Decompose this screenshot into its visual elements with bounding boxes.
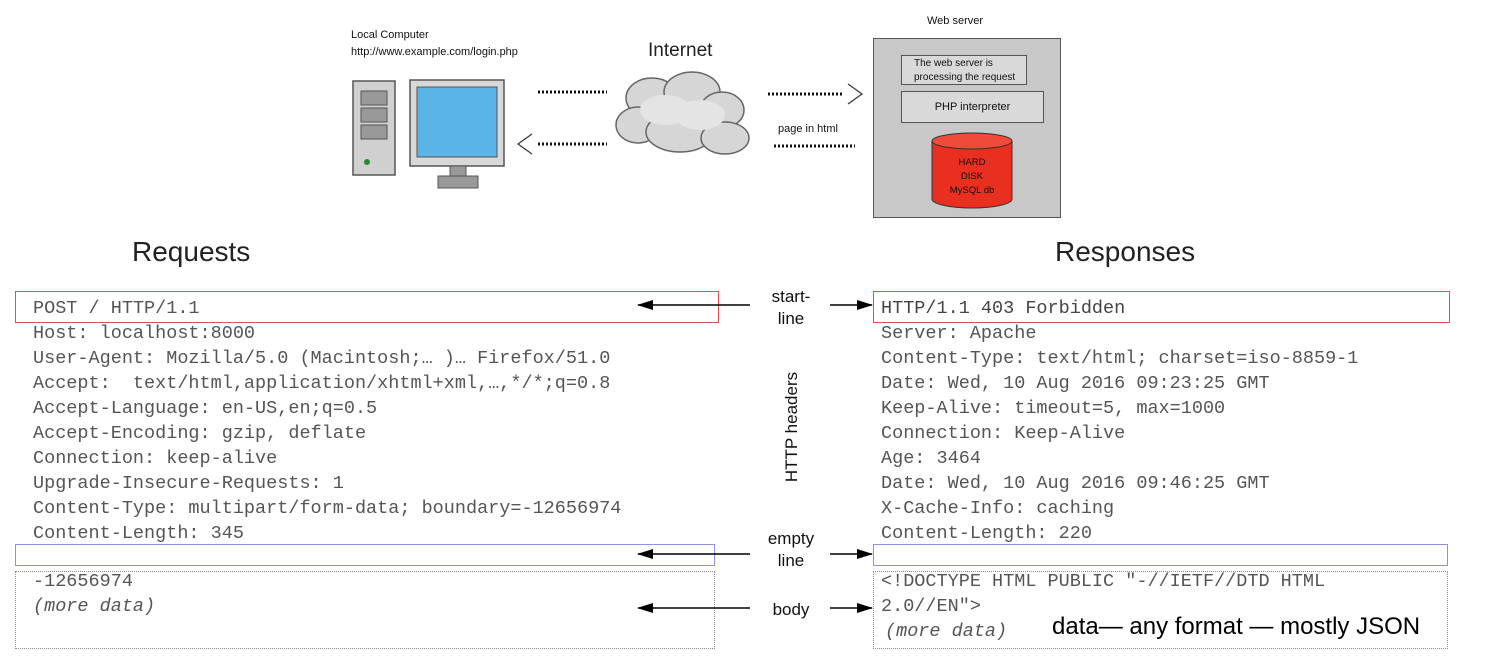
- start-line-label-1: start-: [771, 287, 811, 306]
- response-empty-line-box: [873, 544, 1448, 566]
- processing-text: The web server is processing the request: [914, 58, 1016, 83]
- php-box: PHP interpreter: [901, 91, 1044, 123]
- disk-line-1: HARD: [958, 157, 986, 168]
- request-body-box: [15, 571, 715, 649]
- label-arrows: [637, 300, 873, 613]
- web-server-box: The web server is processing the request…: [873, 38, 1061, 218]
- request-start-line: POST / HTTP/1.1: [33, 298, 200, 319]
- request-header-line: Accept-Encoding: gzip, deflate: [33, 423, 367, 444]
- response-header-line: Date: Wed, 10 Aug 2016 09:46:25 GMT: [881, 473, 1270, 494]
- response-header-line: X-Cache-Info: caching: [881, 498, 1115, 519]
- empty-line-label: empty line: [755, 528, 827, 572]
- database-icon: [931, 132, 1013, 209]
- response-body-line: <!DOCTYPE HTML PUBLIC "-//IETF//DTD HTML: [881, 571, 1326, 592]
- request-header-line: Host: localhost:8000: [33, 323, 256, 344]
- response-body-line: (more data): [885, 621, 1008, 642]
- computer-icon: [352, 79, 505, 189]
- response-header-line: Connection: Keep-Alive: [881, 423, 1126, 444]
- request-header-line: Upgrade-Insecure-Requests: 1: [33, 473, 344, 494]
- request-header-line: Connection: keep-alive: [33, 448, 278, 469]
- request-header-line: Accept: text/html,application/xhtml+xml,…: [33, 373, 611, 394]
- request-header-line: Accept-Language: en-US,en;q=0.5: [33, 398, 378, 419]
- response-start-line: HTTP/1.1 403 Forbidden: [881, 298, 1126, 319]
- body-label: body: [772, 600, 810, 619]
- response-header-line: Age: 3464: [881, 448, 981, 469]
- request-body-line: (more data): [33, 596, 156, 617]
- request-header-line: Content-Type: multipart/form-data; bound…: [33, 498, 622, 519]
- response-start-line-box: [873, 291, 1450, 323]
- processing-box: The web server is processing the request: [901, 55, 1027, 85]
- local-computer-url: http://www.example.com/login.php: [351, 46, 518, 58]
- response-header-line: Server: Apache: [881, 323, 1037, 344]
- request-header-line: User-Agent: Mozilla/5.0 (Macintosh;… )… …: [33, 348, 611, 369]
- empty-line-label-1: empty: [767, 529, 815, 548]
- request-header-line: Content-Length: 345: [33, 523, 244, 544]
- disk-line-3: MySQL db: [949, 185, 995, 196]
- web-server-title: Web server: [927, 15, 984, 27]
- disk-line-2: DISK: [960, 171, 984, 182]
- start-line-label-2: line: [777, 309, 805, 328]
- request-body-line: -12656974: [33, 571, 133, 592]
- request-start-line-box: [15, 291, 719, 323]
- response-header-line: Keep-Alive: timeout=5, max=1000: [881, 398, 1226, 419]
- php-text: PHP interpreter: [934, 101, 1011, 113]
- empty-line-label-2: line: [777, 551, 805, 570]
- request-empty-line-box: [15, 544, 715, 566]
- start-line-label: start- line: [755, 286, 827, 330]
- response-body-line: 2.0//EN">: [881, 596, 981, 617]
- requests-title: Requests: [132, 236, 251, 267]
- response-header-line: Date: Wed, 10 Aug 2016 09:23:25 GMT: [881, 373, 1270, 394]
- response-header-line: Content-Length: 220: [881, 523, 1092, 544]
- responses-title: Responses: [1055, 236, 1196, 267]
- cloud-icon: [615, 71, 750, 155]
- format-note: data— any format — mostly JSON: [1052, 613, 1421, 640]
- request-headers: Host: localhost:8000 User-Agent: Mozilla…: [33, 321, 621, 546]
- internet-label: Internet: [648, 40, 713, 61]
- response-header-line: Content-Type: text/html; charset=iso-885…: [881, 348, 1359, 369]
- local-computer-title: Local Computer: [351, 29, 429, 41]
- response-body-box: [873, 571, 1448, 649]
- page-in-html-label: page in html: [778, 123, 838, 135]
- response-headers: Server: Apache Content-Type: text/html; …: [881, 321, 1358, 546]
- network-arrows: [516, 83, 864, 155]
